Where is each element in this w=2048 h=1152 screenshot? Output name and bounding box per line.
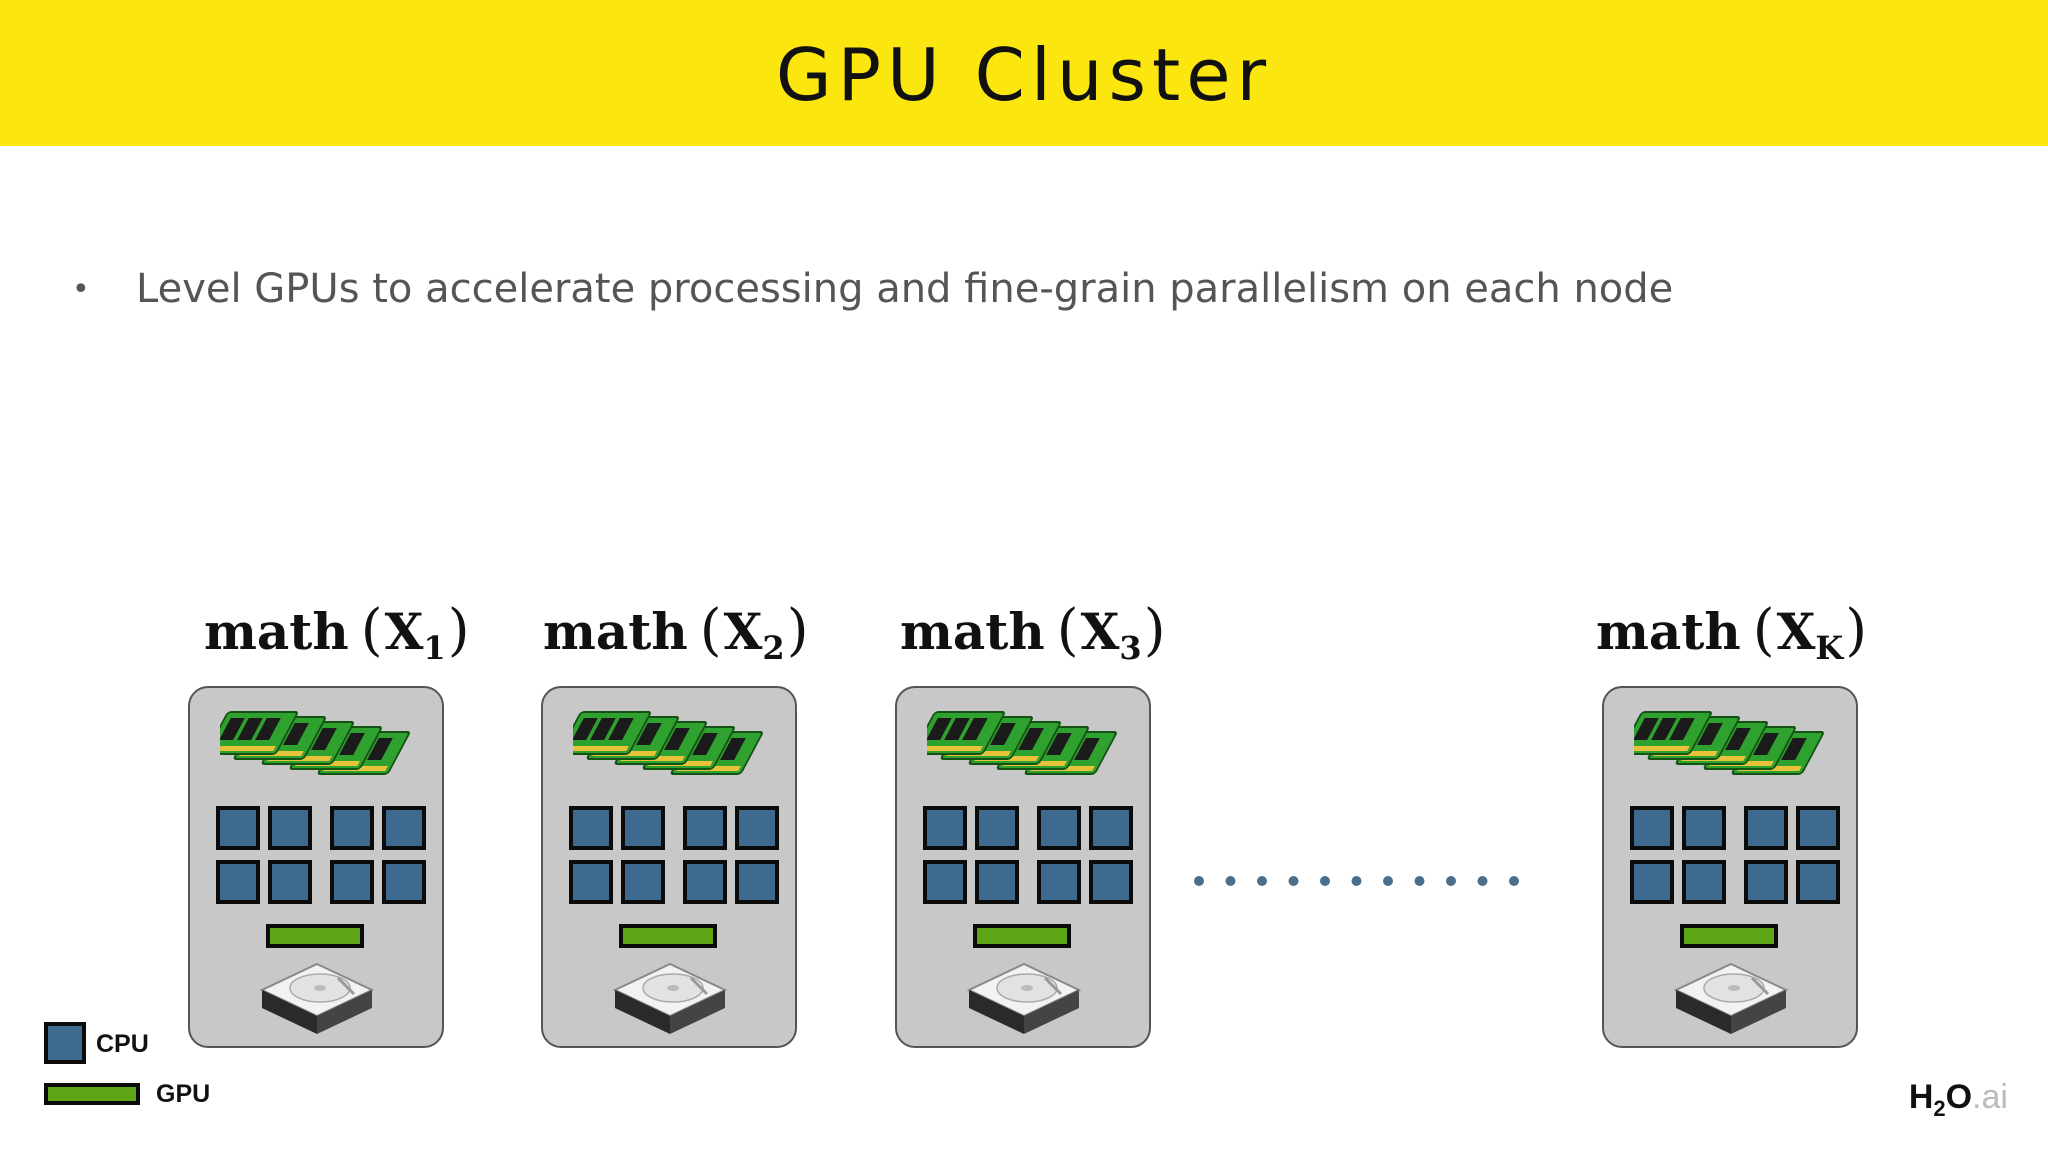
cpu-core (1630, 860, 1674, 904)
cpu-core (382, 806, 426, 850)
paren-open: ( (1752, 598, 1775, 663)
paren-open: ( (1056, 598, 1079, 663)
node-label-1: math ( X 1 ) (204, 598, 472, 672)
ellipsis-dot (1446, 876, 1456, 886)
cpu-core (216, 806, 260, 850)
paren-close: ) (1845, 598, 1868, 663)
legend-gpu-label: GPU (156, 1080, 211, 1108)
node-label-var: X (1080, 602, 1120, 661)
node-label-sub: K (1815, 629, 1844, 667)
cpu-core (923, 860, 967, 904)
hard-drive-icon (966, 962, 1082, 1034)
ellipsis-dot (1225, 876, 1236, 886)
title-bar: GPU Cluster (0, 0, 2048, 146)
cpu-core (1796, 860, 1840, 904)
cpu-core (1744, 860, 1788, 904)
node-label-var: X (384, 602, 424, 661)
cpu-core (1630, 806, 1674, 850)
bullet-marker: • (72, 271, 90, 307)
ram-modules-icon (573, 711, 763, 775)
ram-modules-icon (927, 711, 1117, 775)
cpu-core (1089, 860, 1133, 904)
legend-cpu-swatch (44, 1022, 86, 1064)
slide-title: GPU Cluster (775, 33, 1273, 117)
cpu-core (1682, 806, 1726, 850)
ram-modules-icon (1634, 711, 1824, 775)
ellipsis-dot (1288, 876, 1299, 886)
hard-drive-icon (259, 962, 375, 1034)
cpu-core (1682, 860, 1726, 904)
cpu-core (569, 806, 613, 850)
cpu-core (621, 806, 665, 850)
cpu-core (216, 860, 260, 904)
cpu-core (1037, 806, 1081, 850)
compute-node-k (1602, 686, 1858, 1048)
paren-close: ) (786, 598, 809, 663)
ellipsis-dot (1351, 876, 1362, 886)
cpu-core (330, 806, 374, 850)
node-label-sub: 2 (762, 629, 785, 667)
cpu-core (683, 806, 727, 850)
node-label-fn: math (543, 602, 688, 661)
cpu-core (923, 806, 967, 850)
h2o-logo: H 2 O .ai (1908, 1078, 2008, 1121)
cpu-core (330, 860, 374, 904)
cpu-core (268, 806, 312, 850)
node-label-sub: 3 (1119, 629, 1142, 667)
compute-node-1 (188, 686, 444, 1048)
compute-node-2 (541, 686, 797, 1048)
node-label-k: math ( X K ) (1596, 598, 1869, 672)
ellipsis-dot (1477, 876, 1488, 886)
cpu-core (735, 860, 779, 904)
node-label-3: math ( X 3 ) (900, 598, 1168, 672)
ellipsis-dot (1320, 876, 1330, 886)
node-label-sub: 1 (423, 629, 446, 667)
gpu-unit (1680, 924, 1778, 948)
cpu-core (382, 860, 426, 904)
cpu-core (1744, 806, 1788, 850)
legend-cpu-label: CPU (96, 1030, 149, 1058)
cpu-core (1037, 860, 1081, 904)
cpu-core (268, 860, 312, 904)
cpu-core (735, 806, 779, 850)
cpu-core (683, 860, 727, 904)
node-label-fn: math (204, 602, 349, 661)
logo-h: H (1908, 1078, 1934, 1116)
paren-open: ( (699, 598, 722, 663)
cpu-core (975, 806, 1019, 850)
legend-gpu-swatch (44, 1083, 140, 1105)
gpu-unit (619, 924, 717, 948)
paren-open: ( (360, 598, 383, 663)
ellipsis-dot (1414, 876, 1425, 886)
node-label-fn: math (900, 602, 1045, 661)
cpu-core (1089, 806, 1133, 850)
cpu-core (569, 860, 613, 904)
cpu-core (1796, 806, 1840, 850)
logo-sub: 2 (1933, 1096, 1946, 1121)
hard-drive-icon (612, 962, 728, 1034)
ellipsis-dots (1194, 876, 1519, 886)
ellipsis-dot (1509, 876, 1519, 886)
node-label-var: X (1776, 602, 1816, 661)
compute-node-3 (895, 686, 1151, 1048)
ram-modules-icon (220, 711, 410, 775)
node-label-fn: math (1596, 602, 1741, 661)
logo-o: O (1945, 1078, 1973, 1116)
node-label-var: X (723, 602, 763, 661)
bullet-item: • Level GPUs to accelerate processing an… (72, 266, 1673, 312)
ellipsis-dot (1383, 876, 1393, 886)
ellipsis-dot (1257, 876, 1267, 886)
paren-close: ) (447, 598, 470, 663)
ellipsis-dot (1194, 876, 1204, 886)
hard-drive-icon (1673, 962, 1789, 1034)
cpu-core (621, 860, 665, 904)
paren-close: ) (1143, 598, 1166, 663)
gpu-unit (266, 924, 364, 948)
node-label-2: math ( X 2 ) (543, 598, 811, 672)
cpu-core (975, 860, 1019, 904)
logo-ai: .ai (1972, 1078, 2008, 1116)
gpu-unit (973, 924, 1071, 948)
bullet-text: Level GPUs to accelerate processing and … (136, 266, 1674, 312)
